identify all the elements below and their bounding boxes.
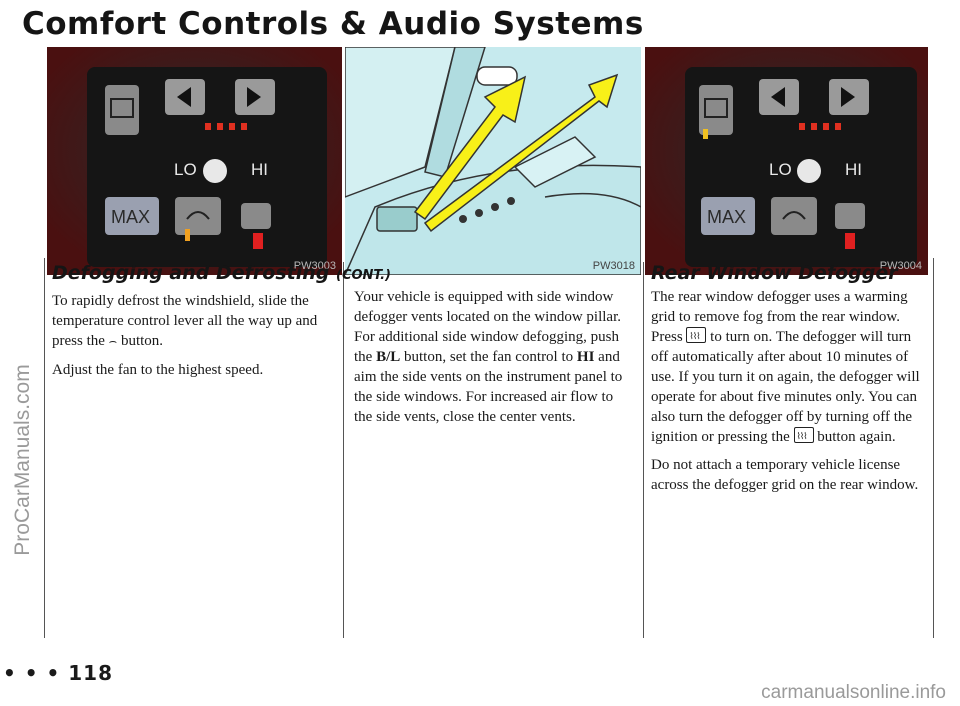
bl-button-label: B/L (376, 349, 401, 365)
control-panel-photo-2: LO HI MAX PW3004 (645, 47, 928, 275)
paragraph-text: and aim the side vents on the instrument… (354, 349, 623, 425)
column-3-text: The rear window defogger uses a warming … (651, 287, 929, 503)
fan-hi-label: HI (251, 160, 268, 179)
max-label: MAX (111, 207, 150, 227)
rear-defogger-icon (686, 326, 707, 346)
section-heading: Defogging and Defrosting (CONT.) (52, 262, 391, 284)
paragraph: The rear window defogger uses a warming … (651, 287, 929, 447)
paragraph: To rapidly defrost the windshield, slide… (52, 291, 334, 352)
paragraph-text: button. (120, 333, 164, 349)
fan-lo-label: LO (174, 160, 197, 179)
control-panel-illustration: LO HI MAX (47, 47, 342, 275)
side-vent-illustration (345, 47, 641, 275)
photo-tag: PW3018 (592, 260, 635, 272)
paragraph: Do not attach a temporary vehicle licens… (651, 457, 919, 493)
column-1-text: To rapidly defrost the windshield, slide… (52, 291, 334, 388)
rear-defogger-icon (793, 426, 814, 446)
side-vent-photo: PW3018 (345, 47, 641, 275)
fan-hi-label: HI (845, 160, 862, 179)
photo-tag: PW3004 (879, 260, 922, 272)
watermark-text: ProCarManuals.com (11, 364, 34, 556)
paragraph-text: To rapidly defrost the windshield, slide… (52, 293, 318, 349)
heading-text: Defogging and Defrosting (52, 262, 330, 284)
photo-tag: PW3003 (293, 260, 336, 272)
section-heading: Rear Window Defogger (651, 262, 898, 284)
watermark-bottom: carmanualsonline.info (761, 682, 946, 703)
control-panel-illustration: LO HI MAX (645, 47, 928, 275)
heading-suffix: (CONT.) (336, 268, 391, 283)
defrost-icon: ⌢ (108, 334, 118, 349)
paragraph-text: to turn on. The defogger will turn off a… (651, 329, 920, 445)
column-divider (933, 258, 934, 638)
paragraph-text: The rear window defogger uses a warming … (651, 289, 908, 345)
max-label: MAX (707, 207, 746, 227)
column-2-text: Your vehicle is equipped with side windo… (354, 287, 634, 435)
page-number: • • • 118 (3, 661, 113, 685)
paragraph: Your vehicle is equipped with side windo… (354, 287, 634, 427)
column-divider (643, 262, 644, 638)
column-divider (343, 262, 344, 638)
page-title: Comfort Controls & Audio Systems (22, 6, 644, 42)
watermark-left: ProCarManuals.com (3, 260, 43, 660)
paragraph: Adjust the fan to the highest speed. (52, 362, 264, 378)
paragraph-text: button again. (817, 429, 896, 445)
fan-lo-label: LO (769, 160, 792, 179)
hi-setting-label: HI (576, 349, 595, 365)
column-divider (44, 258, 45, 638)
paragraph-text: Your vehicle is equipped with side windo… (354, 289, 622, 365)
paragraph-text: button, set the fan control to (404, 349, 574, 365)
control-panel-photo-1: LO HI MAX PW3003 (47, 47, 342, 275)
